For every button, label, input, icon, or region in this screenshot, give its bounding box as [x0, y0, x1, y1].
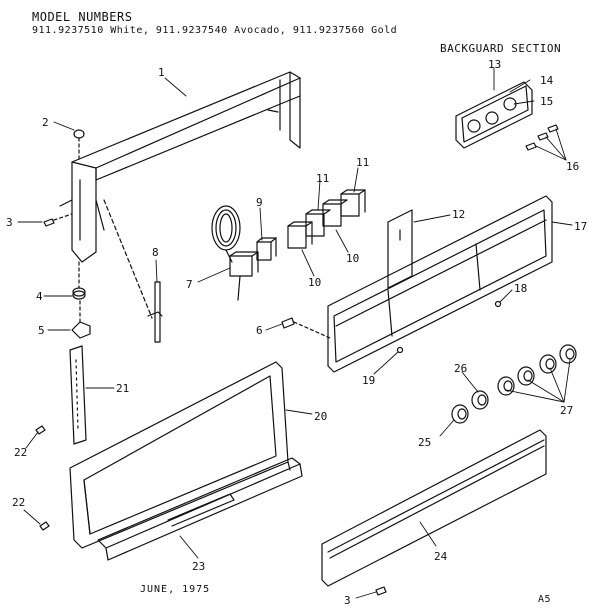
callout-4: 4 — [36, 290, 43, 303]
part-bushing-4 — [73, 262, 85, 299]
part-switches-10-11 — [288, 190, 365, 248]
callout-18: 18 — [514, 282, 527, 295]
part-bracket-12 — [388, 210, 412, 288]
callout-3: 3 — [6, 216, 13, 229]
part-panel-20 — [70, 362, 290, 548]
part-screws-16 — [526, 125, 558, 150]
callout-25: 25 — [418, 436, 431, 449]
callout-15: 15 — [540, 95, 553, 108]
callout-20: 20 — [314, 410, 327, 423]
part-rod-8 — [148, 282, 162, 342]
part-screw-2 — [74, 130, 84, 162]
callout-6: 6 — [256, 324, 263, 337]
callout-11: 11 — [316, 172, 329, 185]
part-screw-19 — [398, 348, 403, 353]
callout-7: 7 — [186, 278, 193, 291]
callout-19: 19 — [362, 374, 375, 387]
footer-date: JUNE, 1975 — [140, 584, 211, 595]
part-screw-3b — [376, 587, 386, 595]
callout-2: 2 — [42, 116, 49, 129]
part-trim-24 — [322, 430, 546, 586]
model-numbers-list: 911.9237510 White, 911.9237540 Avocado, … — [32, 25, 398, 36]
callout-10: 10 — [346, 252, 359, 265]
callout-22: 22 — [14, 446, 27, 459]
part-screw-22b — [40, 522, 49, 530]
part-screw-18 — [496, 302, 501, 307]
callout-9: 9 — [256, 196, 263, 209]
callout-26: 26 — [454, 362, 467, 375]
callout-8: 8 — [152, 246, 159, 259]
callout-11: 11 — [356, 156, 369, 169]
callout-13: 13 — [488, 58, 501, 71]
callout-1: 1 — [158, 66, 165, 79]
callout-27: 27 — [560, 404, 573, 417]
part-switch-9 — [257, 238, 276, 260]
callout-23: 23 — [192, 560, 205, 573]
part-strip-21 — [70, 346, 86, 444]
part-timer-7 — [212, 206, 258, 300]
footer-code: A5 — [538, 594, 552, 605]
leader-lines — [18, 68, 572, 598]
part-clip-5 — [72, 300, 90, 338]
callout-17: 17 — [574, 220, 587, 233]
part-clock-plate-13-15 — [456, 82, 532, 148]
callout-labels: 1 2 3 3 4 5 6 7 8 9 10 10 11 11 12 13 14… — [6, 58, 587, 607]
part-knobs-25-27 — [452, 345, 576, 423]
callout-14: 14 — [540, 74, 554, 87]
callout-12: 12 — [452, 208, 465, 221]
callout-10: 10 — [308, 276, 321, 289]
callout-22: 22 — [12, 496, 25, 509]
part-screw-3a — [44, 214, 72, 226]
part-control-panel-17 — [328, 196, 552, 372]
callout-24: 24 — [434, 550, 448, 563]
callout-21: 21 — [116, 382, 129, 395]
part-screw-6 — [282, 318, 330, 338]
part-backguard-frame — [60, 72, 300, 318]
section-title: BACKGUARD SECTION — [440, 42, 562, 55]
callout-5: 5 — [38, 324, 45, 337]
callout-16: 16 — [566, 160, 579, 173]
model-numbers-title: MODEL NUMBERS — [32, 10, 133, 24]
callout-3: 3 — [344, 594, 351, 607]
part-channel-23 — [98, 458, 302, 560]
